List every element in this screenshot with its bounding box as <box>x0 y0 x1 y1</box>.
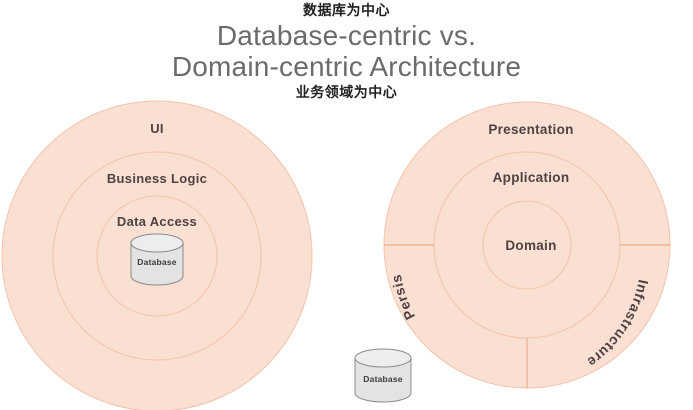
label-presentation: Presentation <box>488 122 573 137</box>
label-ui: UI <box>150 121 164 136</box>
database-cylinder-inner: Database <box>130 233 184 286</box>
database-cylinder-external-label: Database <box>363 374 402 384</box>
ring-presentation <box>384 102 670 388</box>
ring-data-access-outline <box>96 195 218 317</box>
label-business-logic: Business Logic <box>107 171 207 186</box>
ring-business-logic-outline <box>52 151 262 361</box>
label-application: Application <box>493 170 570 185</box>
ring-ui-outline <box>1 100 313 410</box>
label-domain: Domain <box>505 238 556 253</box>
left-architecture-group: UI Business Logic Data Access Database <box>1 100 313 410</box>
label-data-access: Data Access <box>117 214 197 229</box>
database-cylinder-external: Database <box>354 348 412 403</box>
database-cylinder-inner-label: Database <box>137 257 176 267</box>
ring-domain-outline <box>482 200 572 290</box>
